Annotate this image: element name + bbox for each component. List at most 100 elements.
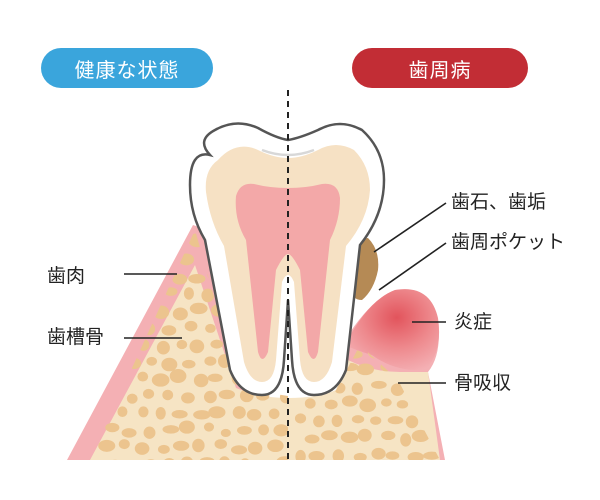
bone-spot (107, 459, 123, 460)
bone-spot (162, 389, 174, 401)
bone-spot (295, 449, 306, 460)
bone-spot (273, 424, 288, 437)
bone-spot (341, 395, 358, 407)
tooth (188, 122, 386, 397)
bone-spot (98, 238, 110, 249)
bone-spot (396, 400, 409, 409)
bone-spot (134, 442, 150, 455)
bone-spot (210, 339, 223, 349)
bone-spot (143, 253, 160, 266)
bone-spot (161, 357, 178, 372)
bone-spot (246, 409, 262, 421)
bone-spot (340, 431, 359, 444)
bone-spot (178, 420, 195, 434)
label-inflammation: 炎症 (454, 311, 493, 333)
bone-spot (203, 422, 215, 432)
bone-spot (184, 320, 198, 332)
bone-spot (146, 356, 158, 366)
bone-spot (189, 339, 205, 354)
bone-spot (230, 445, 248, 455)
bone-spot (247, 441, 263, 455)
bone-spot (353, 452, 367, 460)
bone-spot (357, 428, 372, 442)
bone-spot (437, 397, 440, 409)
bone-spot (294, 413, 307, 424)
bone-spot (142, 388, 155, 399)
bone-spot (356, 363, 374, 376)
bone-spot (371, 447, 386, 460)
bone-spot (359, 398, 377, 413)
bone-spot (137, 371, 149, 382)
bone-spot (214, 439, 228, 449)
bone-spot (304, 434, 320, 444)
bone-spot (115, 304, 133, 318)
bone-spot (188, 273, 206, 284)
bone-spot (407, 452, 424, 460)
leader-pocket (378, 242, 447, 291)
bone-spot (123, 288, 136, 299)
bone-spot (218, 389, 235, 400)
bone-spot (98, 303, 110, 318)
bone-spot (193, 373, 209, 388)
bone-spot (219, 456, 230, 460)
bone-spot (151, 373, 170, 387)
bone-spot (155, 235, 169, 246)
label-tartar-plaque: 歯石、歯垢 (451, 191, 547, 213)
bone-spot (321, 430, 338, 441)
bone-spot (98, 269, 111, 280)
bone-spot (220, 428, 231, 438)
bone-spot (199, 457, 215, 460)
bone-spot (232, 406, 246, 419)
bone-spot (176, 339, 188, 350)
bone-spot (172, 440, 190, 451)
bone-spot (370, 416, 382, 425)
bone-spot (161, 254, 175, 263)
inflammation-area (345, 289, 440, 371)
bone-spot (207, 373, 223, 383)
bone-spot (390, 383, 405, 397)
bone-spot (203, 390, 217, 404)
bone-spot (385, 451, 400, 460)
label-bone-resorption: 骨吸収 (454, 372, 512, 394)
label-alveolar-bone: 歯槽骨 (47, 326, 105, 348)
bone-spot (381, 398, 392, 407)
bone-spot (157, 444, 170, 454)
bone-spot (172, 273, 188, 285)
bone-spot (123, 257, 138, 268)
bone-spot (172, 307, 188, 321)
bone-spot (268, 408, 280, 420)
bone-spot (181, 359, 196, 369)
bone-spot (98, 439, 116, 452)
bone-spot (405, 415, 419, 429)
bone-spot (135, 274, 146, 285)
bone-spot (205, 323, 216, 333)
bone-spot (107, 357, 119, 368)
periodontal-disease-badge: 歯周病 (352, 48, 528, 88)
bone-spot (136, 236, 149, 249)
bone-spot (351, 382, 363, 395)
bone-spot (192, 438, 205, 453)
bone-spot (120, 461, 138, 470)
bone-spot (143, 426, 156, 439)
bone-spot (117, 236, 129, 250)
bone-spot (381, 430, 396, 441)
leader-tartar (373, 202, 447, 253)
bone-spot (276, 456, 288, 460)
bone-spot (105, 422, 120, 433)
bone-spot (423, 451, 440, 460)
bone-spot (156, 340, 170, 355)
bone-spot (144, 459, 158, 460)
bone-spot (181, 392, 195, 404)
bone-spot (189, 302, 208, 315)
bone-spot (239, 458, 251, 460)
bone-spot (324, 399, 338, 410)
bone-spot (351, 415, 365, 424)
bone-spot (400, 433, 412, 447)
bone-spot (118, 439, 130, 450)
bone-spot (162, 425, 180, 434)
bone-spot (332, 449, 345, 460)
bone-spot (304, 398, 316, 409)
bone-spot (161, 325, 177, 336)
label-gum: 歯肉 (47, 265, 86, 287)
